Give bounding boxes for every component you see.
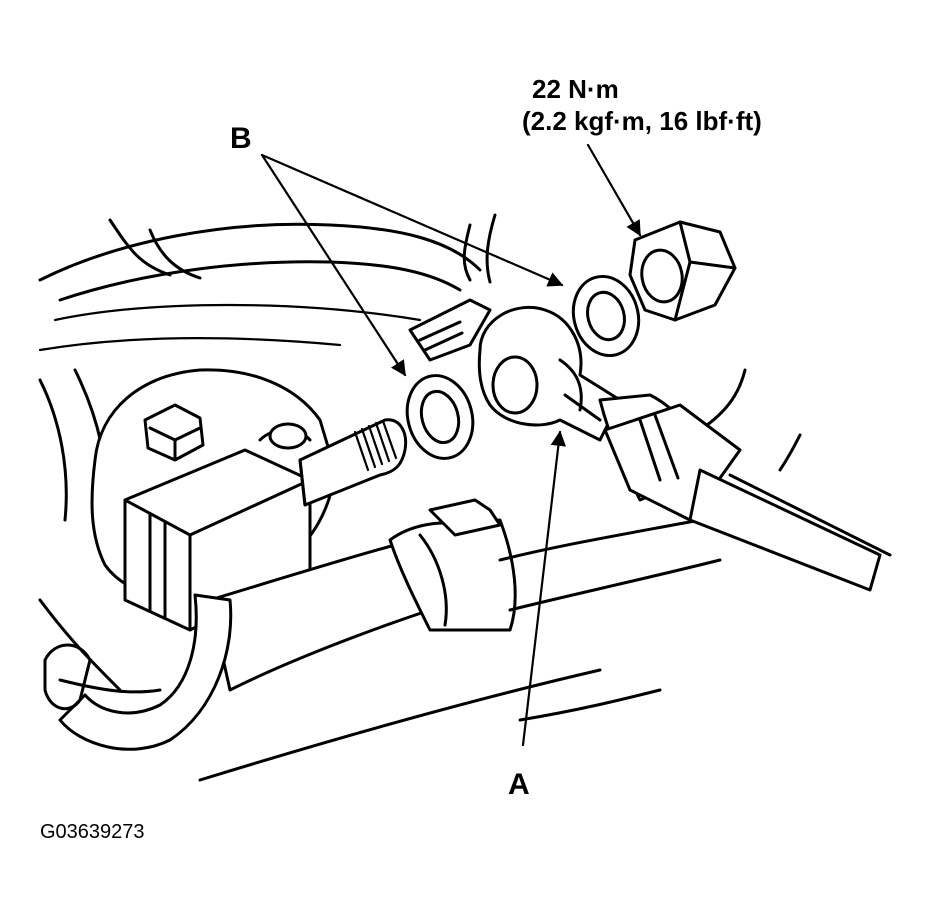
arrow-b-upper-washer xyxy=(260,153,564,287)
label-b: B xyxy=(230,122,252,155)
label-a: A xyxy=(508,768,530,801)
background-body-contours xyxy=(38,213,802,782)
sealing-washer-lower xyxy=(405,374,475,460)
bent-metal-pipe xyxy=(43,593,233,751)
torque-spec-line1: 22 N·m xyxy=(532,74,619,104)
torque-spec-line2: (2.2 kgf·m, 16 lbf·ft) xyxy=(522,106,762,136)
arrow-b-lower-washer xyxy=(260,153,407,377)
figure-code: G03639273 xyxy=(40,821,145,843)
right-brake-hose xyxy=(598,393,892,592)
callout-arrows xyxy=(260,143,642,747)
valve-block xyxy=(90,368,337,632)
arrow-a-banjo xyxy=(521,430,567,747)
arrow-torque-nut xyxy=(586,143,642,237)
sealing-washer-upper xyxy=(571,274,641,358)
lower-brake-hose xyxy=(208,498,722,692)
threaded-stud xyxy=(298,418,408,507)
flare-nut xyxy=(628,220,737,322)
banjo-fitting xyxy=(408,298,622,442)
